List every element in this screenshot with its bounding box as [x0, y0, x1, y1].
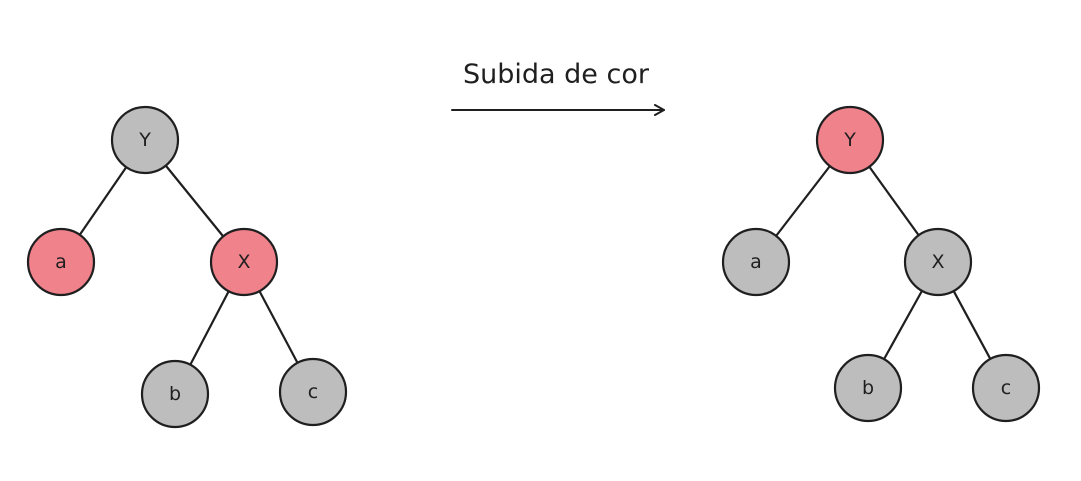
edge-X-c: [258, 290, 299, 364]
edge-X-c: [952, 289, 992, 361]
node-label: X: [237, 251, 250, 273]
node-circle-red: [815, 105, 885, 175]
tree-node-X: X: [209, 227, 279, 297]
tree-node-X: X: [903, 227, 973, 297]
node-circle-black: [110, 105, 180, 175]
node-label: b: [169, 383, 181, 405]
tree-after: Ya Xb c: [721, 105, 1041, 423]
node-circle-black: [971, 353, 1041, 423]
tree-node-a: a: [721, 227, 791, 297]
node-circle-black: [833, 353, 903, 423]
node-circle-black: [278, 357, 348, 427]
node-label: a: [750, 251, 762, 273]
tree-node-a: a: [26, 227, 96, 297]
node-label: b: [862, 377, 874, 399]
node-label: X: [931, 251, 944, 273]
transition-arrow: Subida de cor: [451, 59, 665, 116]
node-circle-red: [209, 227, 279, 297]
tree-node-c: c: [278, 357, 348, 427]
edge-Y-X: [164, 164, 225, 238]
edge-X-b: [189, 290, 230, 366]
node-label: a: [55, 251, 67, 273]
edge-Y-X: [868, 165, 920, 237]
edge-X-b: [882, 289, 924, 361]
node-label: c: [1001, 377, 1011, 399]
tree-node-b: b: [140, 359, 210, 429]
node-label: Y: [138, 129, 151, 151]
node-label: Y: [843, 129, 856, 151]
transition-label: Subida de cor: [463, 59, 650, 90]
tree-before: Ya Xb c: [26, 105, 348, 429]
tree-node-c: c: [971, 353, 1041, 423]
node-label: c: [308, 381, 318, 403]
node-circle-red: [26, 227, 96, 297]
node-circle-black: [140, 359, 210, 429]
tree-node-Y: Y: [815, 105, 885, 175]
tree-node-Y: Y: [110, 105, 180, 175]
node-circle-black: [721, 227, 791, 297]
node-circle-black: [903, 227, 973, 297]
edge-Y-a: [78, 166, 128, 236]
edge-Y-a: [775, 165, 831, 237]
tree-node-b: b: [833, 353, 903, 423]
